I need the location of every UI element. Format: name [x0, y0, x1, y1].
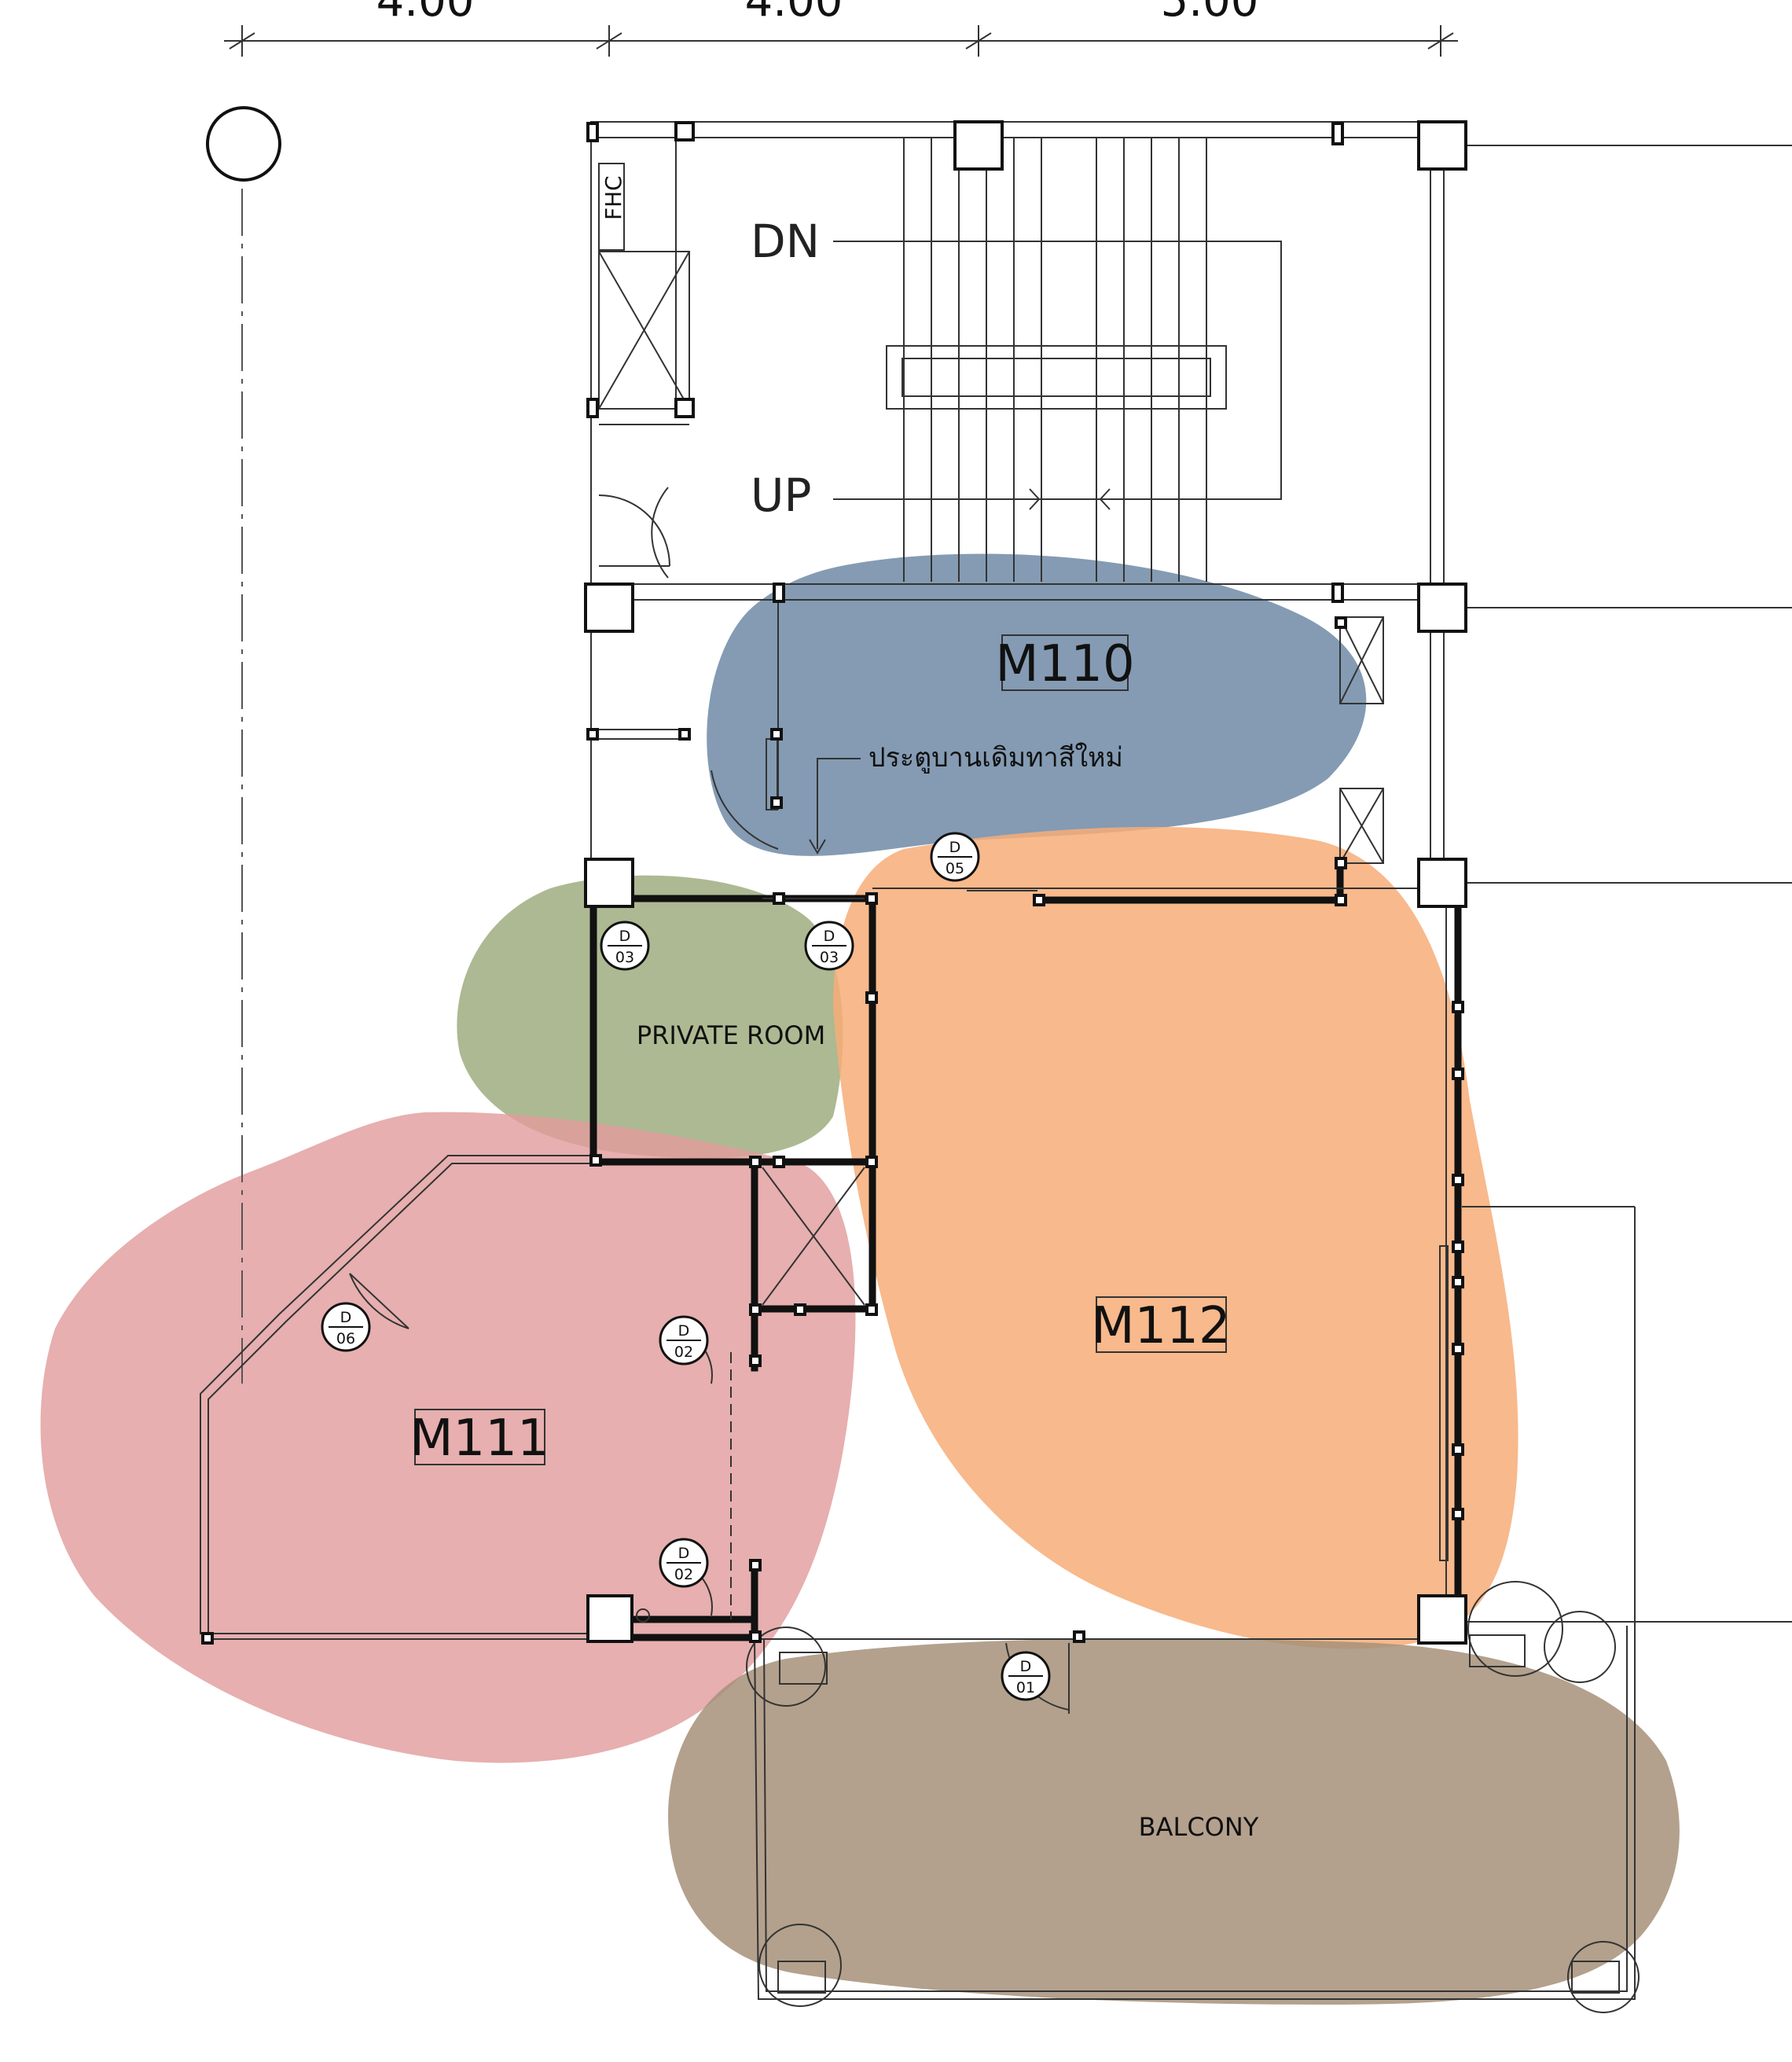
room-label-m112: M112 [1091, 1297, 1230, 1355]
zone-blobs [40, 553, 1680, 2005]
dim-span-1: 4.00 [376, 0, 475, 27]
zone-blob-private-room [457, 875, 843, 1159]
door-tag-number: 03 [820, 949, 839, 966]
door-tag-number: 05 [946, 860, 964, 877]
door-tag: D 05 [930, 832, 980, 882]
stair-core [590, 121, 1445, 888]
door-tag: D 02 [659, 1315, 709, 1365]
door-tag-top: D [824, 928, 835, 945]
room-label-private: PRIVATE ROOM [637, 1020, 825, 1050]
door-tag-top: D [949, 839, 961, 856]
door-tag-number: 03 [615, 949, 634, 966]
zone-blob-m112 [833, 826, 1518, 1649]
door-tag: D 03 [804, 921, 854, 971]
fhc-label: FHC [600, 175, 626, 220]
door-tag: D 06 [321, 1302, 371, 1352]
zone-blob-m110 [707, 553, 1367, 856]
middle-band [590, 590, 1384, 888]
door-tag-number: 02 [674, 1343, 693, 1361]
door-tag-top: D [678, 1545, 690, 1562]
door-tag: D 03 [600, 921, 650, 971]
door-tag: D 02 [659, 1538, 709, 1588]
dim-span-3: 5.00 [1161, 0, 1259, 27]
door-tag-top: D [678, 1322, 690, 1340]
door-tag-top: D [619, 928, 631, 945]
door-tag-number: 06 [336, 1330, 355, 1347]
room-m110: M110 [995, 634, 1135, 693]
door-tag: D 01 [1001, 1651, 1051, 1701]
reference-lines [1462, 145, 1792, 1635]
door-tag-top: D [1020, 1658, 1032, 1675]
dim-span-2: 4.00 [745, 0, 843, 27]
room-label-m110: M110 [995, 635, 1134, 693]
columns [201, 120, 1467, 1645]
room-label-balcony: BALCONY [1139, 1812, 1259, 1842]
door-tag-top: D [340, 1309, 352, 1326]
room-label-m111: M111 [409, 1410, 549, 1468]
note-repaint-door: ประตูบานเดิมทาสีใหม่ [868, 742, 1123, 774]
zone-blob-m111 [40, 1112, 856, 1763]
dimension-line: 4.00 4.00 5.00 [224, 0, 1458, 57]
stair-down-label: DN [751, 215, 820, 268]
room-m111: M111 [409, 1409, 549, 1468]
zone-blob-balcony [668, 1638, 1680, 2005]
stair-up-label: UP [751, 469, 811, 522]
door-tag-number: 01 [1016, 1679, 1035, 1696]
room-m112: M112 [1091, 1296, 1231, 1355]
grid-bubble [206, 106, 281, 1384]
door-tag-number: 02 [674, 1566, 693, 1583]
interior-lines [200, 888, 1640, 2013]
